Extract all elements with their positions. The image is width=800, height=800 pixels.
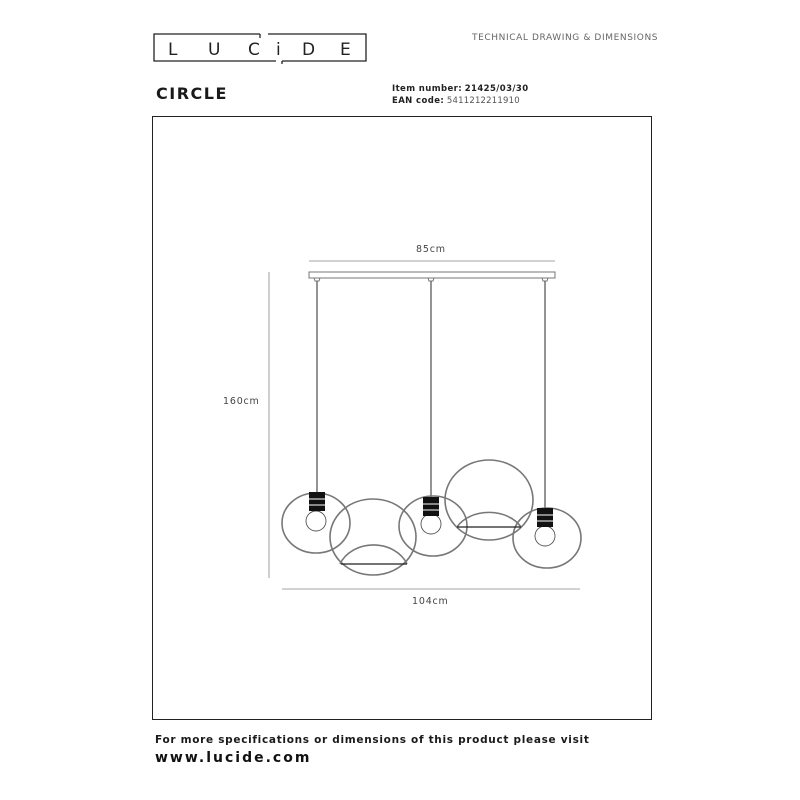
- brand-letter: L: [168, 40, 178, 60]
- ean-label: EAN code: [392, 96, 441, 106]
- canopy-width-label: 85cm: [416, 244, 446, 255]
- total-width-label: 104cm: [412, 596, 449, 607]
- document-type: TECHNICAL DRAWING & DIMENSIONS: [472, 33, 659, 43]
- brand-letter: U: [208, 40, 220, 60]
- item-number-label: Item number:: [392, 84, 463, 94]
- ean-value: 5411212211910: [446, 96, 520, 106]
- website-link[interactable]: www.lucide.com: [155, 750, 312, 766]
- brand-letter: D: [302, 40, 315, 60]
- total-height-label: 160cm: [223, 396, 260, 407]
- product-meta: Item number: 21425/03/30 EAN code: 54112…: [392, 83, 529, 107]
- drawing-frame: [152, 116, 652, 720]
- brand-logo: L U C i D E: [152, 32, 367, 64]
- product-name: CIRCLE: [156, 84, 228, 103]
- footer-note: For more specifications or dimensions of…: [155, 734, 590, 746]
- socket-icon: [309, 492, 553, 527]
- item-number-row: Item number: 21425/03/30: [392, 83, 529, 95]
- item-number-value: 21425/03/30: [464, 84, 529, 94]
- brand-letter: C: [248, 40, 260, 60]
- ean-row: EAN code: 5411212211910: [392, 96, 520, 106]
- brand-letter: i: [276, 40, 281, 60]
- brand-letter: E: [340, 40, 351, 60]
